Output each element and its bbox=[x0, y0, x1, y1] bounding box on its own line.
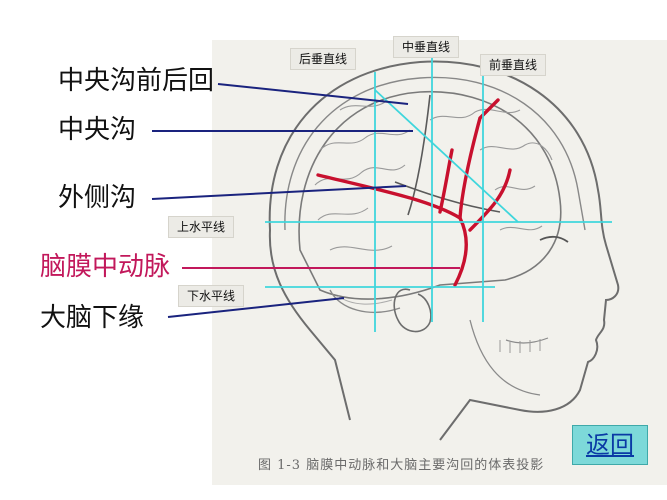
label-central-sulcus: 中央沟 bbox=[58, 115, 137, 145]
middle-meningeal-artery bbox=[316, 98, 512, 287]
cerebellum bbox=[329, 289, 401, 314]
leader-lines bbox=[151, 83, 413, 318]
figure-caption: 图 1-3 脑膜中动脉和大脑主要沟回的体表投影 bbox=[258, 458, 545, 473]
anterior-vertical-label: 前垂直线 bbox=[480, 54, 547, 76]
skull-outline bbox=[284, 76, 586, 231]
brain-gyri bbox=[314, 101, 553, 251]
figure-paper bbox=[212, 40, 667, 485]
leader-central-gyri bbox=[217, 83, 409, 105]
eye bbox=[539, 235, 569, 243]
diagonal-reference-line bbox=[374, 89, 519, 223]
brain-outline bbox=[298, 91, 562, 300]
reference-lines bbox=[265, 58, 612, 332]
head-outline bbox=[268, 60, 620, 441]
label-inferior-cerebral-margin: 大脑下缘 bbox=[40, 303, 145, 333]
label-lateral-sulcus: 外侧沟 bbox=[58, 183, 137, 213]
upper-horizontal-label: 上水平线 bbox=[168, 216, 235, 238]
posterior-vertical-label: 后垂直线 bbox=[290, 48, 357, 70]
lower-horizontal-label: 下水平线 bbox=[178, 285, 245, 307]
jaw bbox=[469, 319, 541, 396]
teeth bbox=[499, 339, 541, 353]
label-middle-meningeal-artery: 脑膜中动脉 bbox=[40, 252, 171, 282]
middle-vertical-label: 中垂直线 bbox=[393, 36, 460, 58]
leader-inferior-margin bbox=[167, 297, 345, 318]
central-sulcus-curve bbox=[407, 94, 431, 216]
return-button[interactable]: 返回 bbox=[572, 425, 648, 465]
leader-lateral-sulcus bbox=[151, 185, 407, 200]
ear bbox=[393, 288, 432, 333]
label-central-gyri: 中央沟前后回 bbox=[58, 66, 215, 96]
neck-outline bbox=[268, 229, 351, 421]
